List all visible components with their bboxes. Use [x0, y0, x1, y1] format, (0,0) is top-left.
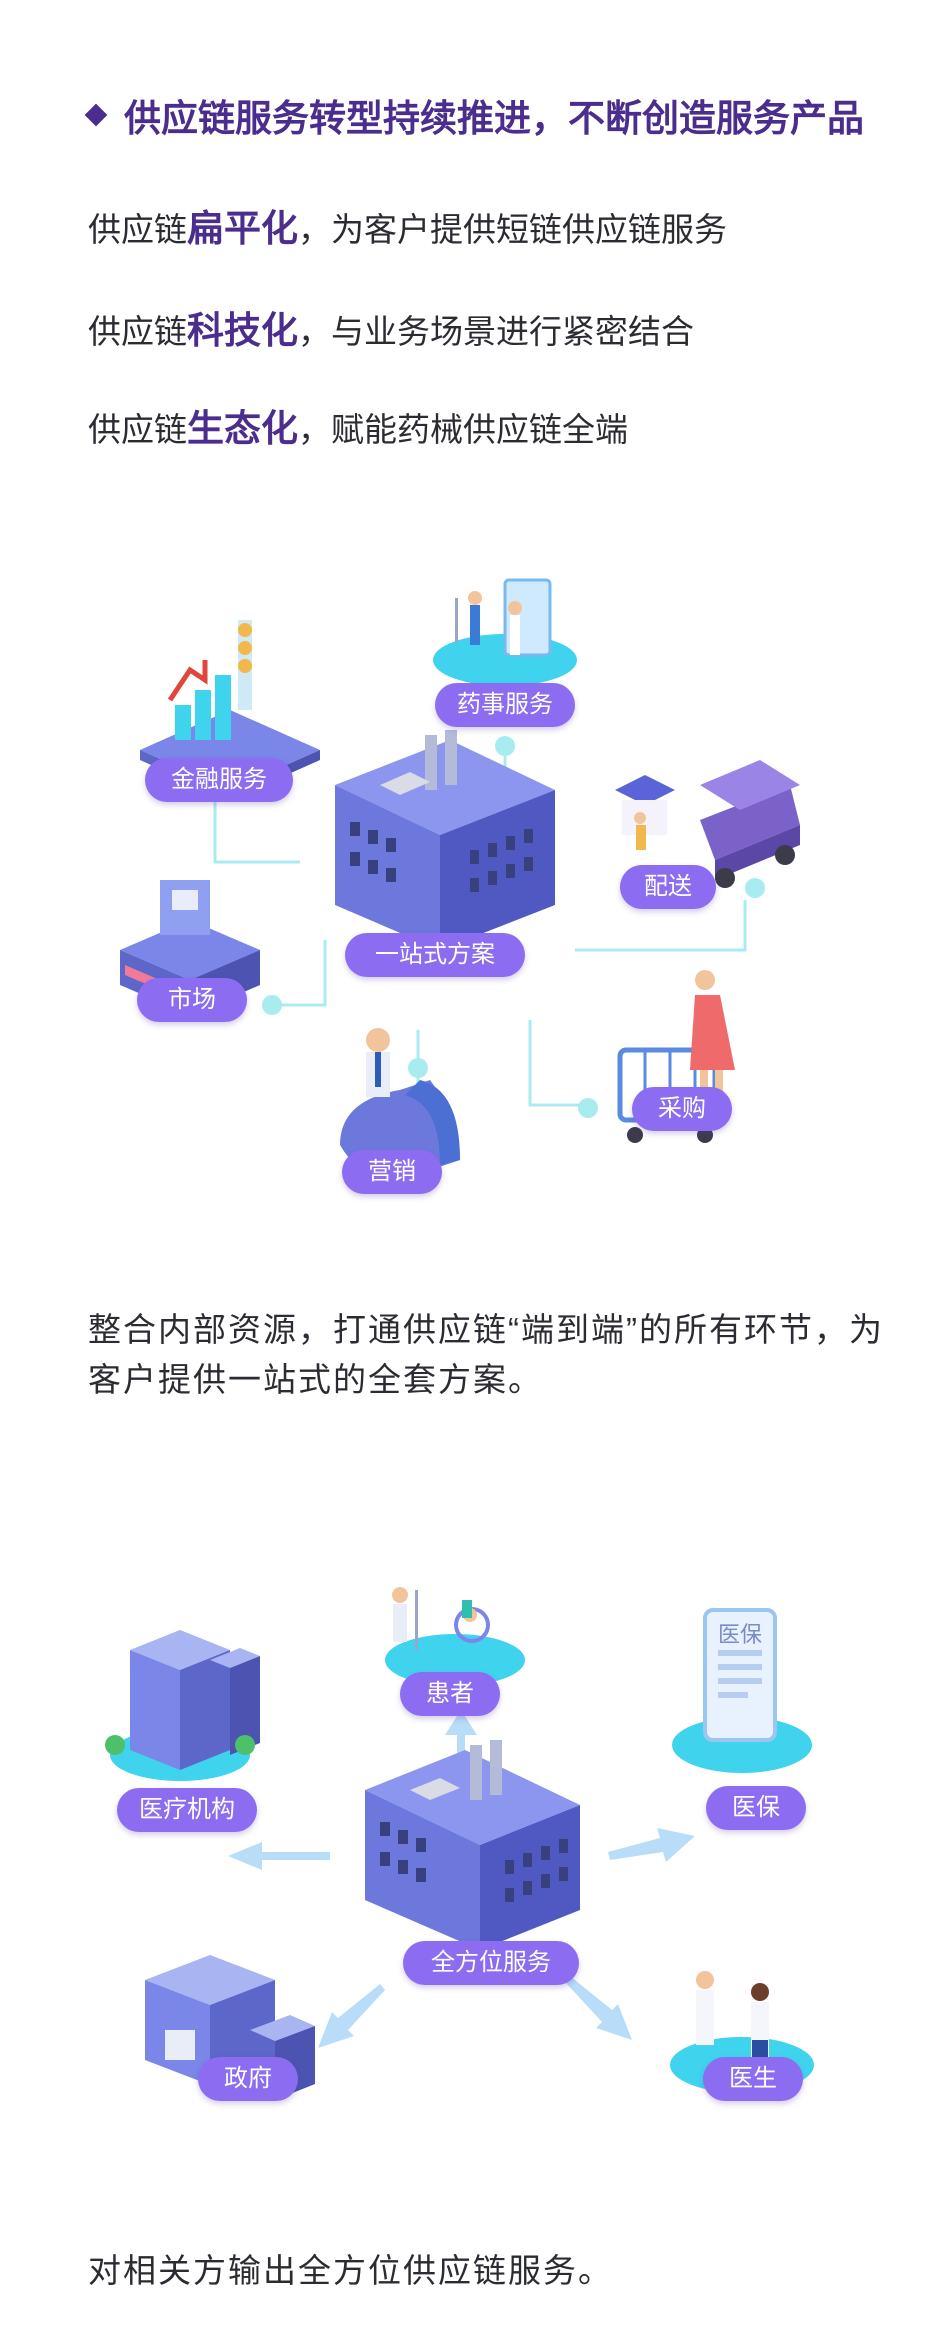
node-medical-institution-label: 医疗机构	[117, 1788, 257, 1832]
medical-institution-illustration	[105, 1630, 260, 1781]
node-delivery-label: 配送	[620, 865, 716, 909]
one-stop-building-illustration	[335, 730, 555, 950]
center-one-stop-label: 一站式方案	[345, 933, 525, 977]
all-round-building-illustration	[365, 1740, 580, 1950]
node-doctor-label: 医生	[703, 2057, 803, 2101]
insurance-illustration: 医保	[672, 1608, 812, 1773]
all-round-diagram: 医保	[0, 1560, 938, 2160]
arrow-shapes	[228, 1710, 695, 2048]
node-finance-label: 金融服务	[145, 758, 293, 802]
feature-line-highlight: 生态化	[187, 408, 298, 449]
section-heading-text: 供应链服务转型持续推进，不断创造服务产品	[124, 98, 864, 139]
one-stop-diagram: 药事服务 金融服务 配送 一站式方案 市场 采购 营销	[0, 560, 938, 1260]
node-market-label: 市场	[137, 978, 247, 1022]
node-marketing-label: 营销	[342, 1150, 442, 1194]
feature-line-prefix: 供应链	[88, 411, 187, 448]
all-round-description: 对相关方输出全方位供应链服务。	[88, 2252, 613, 2289]
feature-line-highlight: 扁平化	[187, 208, 298, 249]
node-pharmacy-label: 药事服务	[435, 683, 575, 727]
all-round-diagram-art: 医保	[105, 1587, 814, 2100]
feature-line-flat: 供应链扁平化，为客户提供短链供应链服务	[88, 198, 727, 252]
node-insurance-label: 医保	[706, 1786, 806, 1830]
pharmacy-illustration	[433, 578, 577, 686]
node-procurement-label: 采购	[632, 1087, 732, 1131]
node-patient-label: 患者	[400, 1672, 500, 1716]
diamond-bullet-icon	[84, 103, 108, 127]
section-heading: 供应链服务转型持续推进，不断创造服务产品	[84, 88, 864, 142]
feature-line-suffix: ，为客户提供短链供应链服务	[298, 211, 727, 248]
delivery-illustration	[615, 760, 800, 888]
feature-line-eco: 供应链生态化，赋能药械供应链全端	[88, 398, 628, 452]
connector-lines	[213, 753, 747, 1107]
feature-line-suffix: ，与业务场景进行紧密结合	[298, 313, 694, 350]
feature-line-prefix: 供应链	[88, 313, 187, 350]
feature-line-highlight: 科技化	[187, 310, 298, 351]
node-government-label: 政府	[198, 2057, 298, 2101]
one-stop-description: 整合内部资源，打通供应链“端到端”的所有环节，为客户提供一站式的全套方案。	[88, 1311, 884, 1398]
feature-line-suffix: ，赋能药械供应链全端	[298, 411, 628, 448]
center-all-round-label: 全方位服务	[403, 1941, 579, 1985]
one-stop-diagram-art	[120, 578, 800, 1180]
government-illustration	[145, 1955, 315, 2100]
feature-line-prefix: 供应链	[88, 211, 187, 248]
feature-line-tech: 供应链科技化，与业务场景进行紧密结合	[88, 300, 694, 354]
insurance-card-text: 医保	[718, 1622, 762, 1647]
